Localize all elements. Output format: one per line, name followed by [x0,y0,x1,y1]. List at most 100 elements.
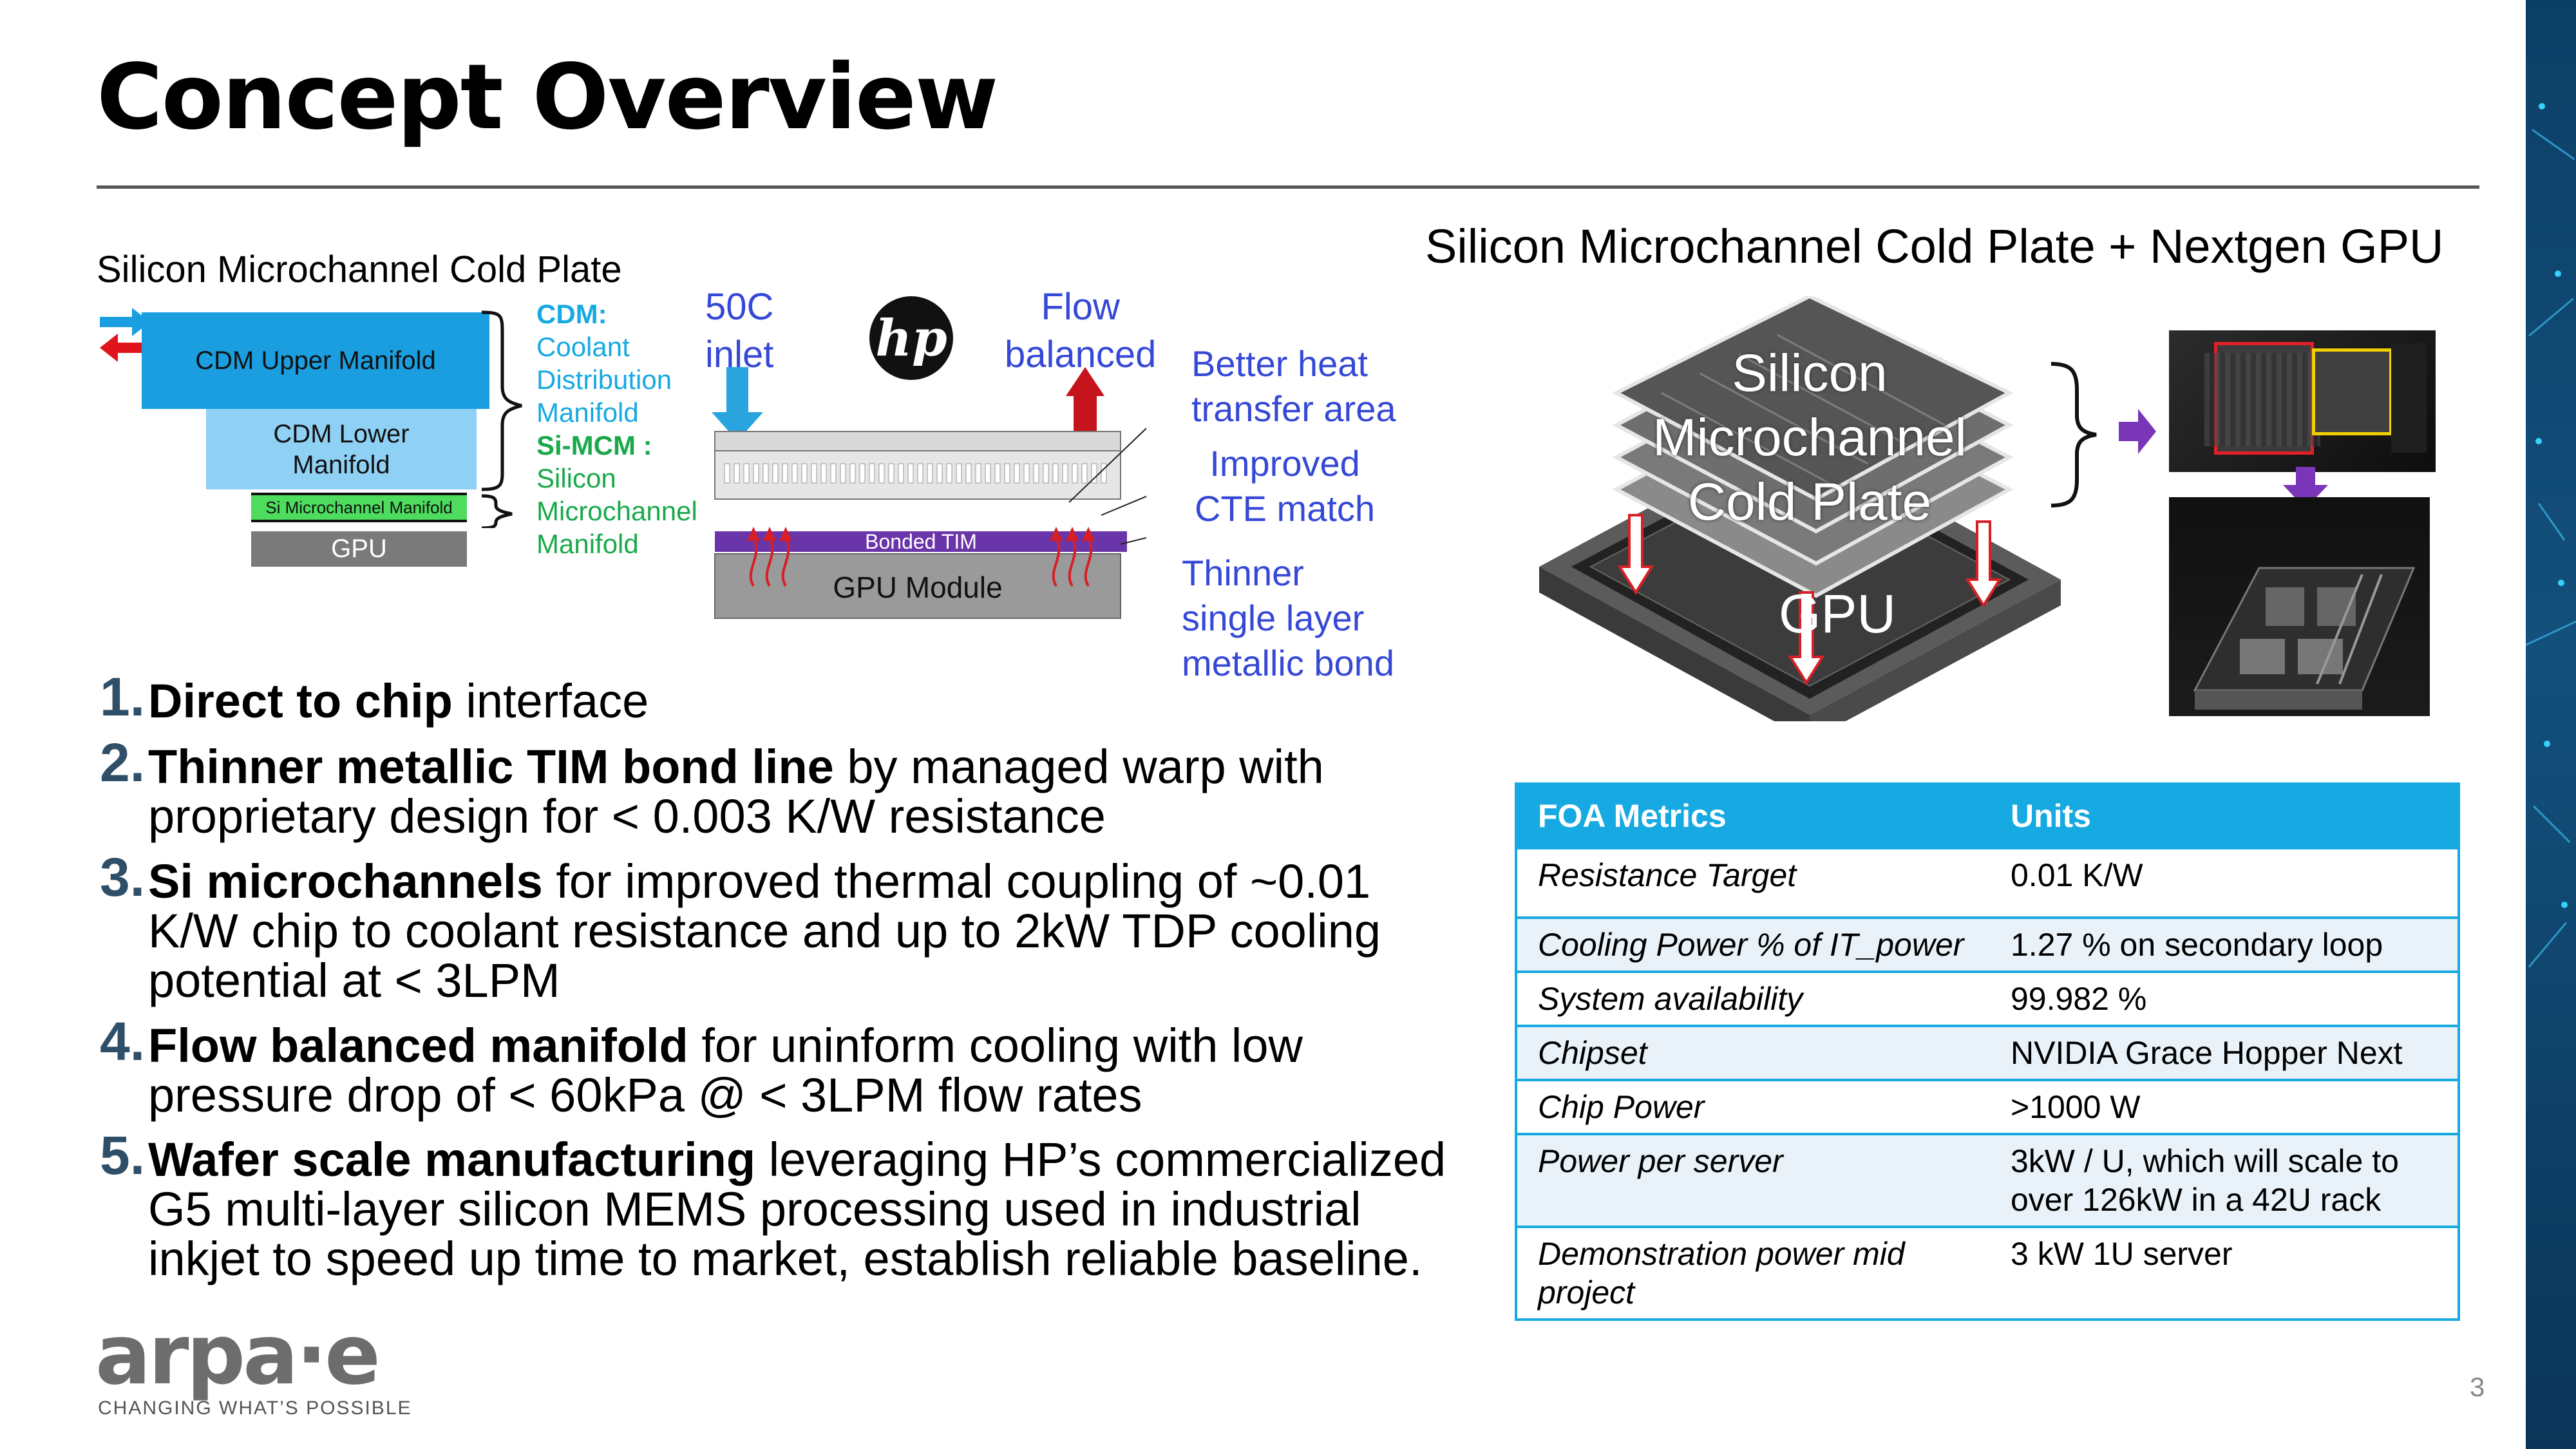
cold-plate-gpu-exploded-illustration [1539,296,2061,721]
feature-bold: Thinner metallic TIM bond line [148,740,834,793]
feature-number: 4. [100,1011,146,1072]
arpae-logo: arpa·e [95,1307,381,1403]
note-thinner-line-2: single layer [1182,598,1365,638]
metric-cell: Demonstration power mid project [1516,1226,1990,1320]
feature-text: for uninform cooling with low pressure d… [148,1019,1303,1122]
unit-cell: NVIDIA Grace Hopper Next [1990,1025,2459,1080]
si-manifold-label: Si Microchannel Manifold [265,497,453,517]
cdm-legend-line-3: Manifold [536,397,639,428]
down-arrow-icon [2283,467,2328,509]
hp-logo-text: hp [875,308,947,368]
metric-cell: Cooling Power % of IT_power [1516,916,1990,972]
si-microchannel-manifold-layer: Si Microchannel Manifold [251,493,467,522]
feature-bold: Wafer scale manufacturing [148,1133,756,1186]
stack-label-1: Silicon [1732,344,1888,402]
note-heat-transfer: Better heat transfer area [1191,341,1396,431]
cdm-lower-label-1: CDM Lower [273,419,410,448]
cdm-lower-manifold-layer: CDM Lower Manifold [206,409,477,489]
feature-bold: Direct to chip [148,674,453,728]
note-thinner-bond: Thinner single layer metallic bond [1182,551,1394,686]
feature-number: 3. [100,847,146,907]
stack-label-3: Cold Plate [1687,473,1932,531]
feature-bold: Si microchannels [148,855,543,908]
bonded-tim-label: Bonded TIM [865,529,977,553]
note-cte-line-2: CTE match [1195,488,1376,529]
page-number: 3 [2470,1372,2485,1402]
arpae-tagline: CHANGING WHAT’S POSSIBLE [98,1397,412,1419]
stack-label-2: Microchannel [1653,408,1967,467]
unit-cell: 3kW / U, which will scale to over 126kW … [1990,1133,2459,1227]
gpu-module-label: GPU Module [833,571,1003,604]
feature-number: 5. [100,1125,146,1186]
gpu-layer: GPU [251,531,467,567]
feature-text: by managed warp with proprietary design … [148,740,1324,843]
feature-item-5: 5. Wafer scale manufacturing leveraging … [100,1128,1452,1285]
table-row: Cooling Power % of IT_power 1.27 % on se… [1516,916,2459,972]
metric-cell: Chipset [1516,1025,1990,1080]
mcm-legend-line-3: Manifold [536,529,639,559]
bracket-icons [481,310,522,528]
column-header-units: Units [1990,784,2459,848]
right-diagram-heading: Silicon Microchannel Cold Plate + Nextge… [1425,220,2444,273]
mcm-legend-title: Si-MCM : [536,430,652,460]
feature-text: interface [452,674,649,728]
cold-plate-cross-section [712,367,1146,619]
unit-cell: 3 kW 1U server [1990,1226,2459,1320]
note-cte-line-1: Improved [1209,443,1360,484]
title-divider [97,185,2479,189]
stack-label: Silicon Microchannel Cold Plate [1610,341,2009,535]
flow-label-2: balanced [1005,334,1157,375]
decorative-side-strip [2526,0,2576,1449]
flow-label-1: Flow [1041,286,1120,328]
mcm-legend-line-2: Microchannel [536,496,697,526]
table-header-row: FOA Metrics Units [1516,784,2459,848]
column-header-metrics: FOA Metrics [1516,784,1990,848]
note-thinner-line-1: Thinner [1182,553,1304,593]
note-cte-match: Improved CTE match [1195,441,1375,531]
note-thinner-line-3: metallic bond [1182,643,1394,683]
cdm-legend-line-1: Coolant [536,332,630,362]
table-row: Chipset NVIDIA Grace Hopper Next [1516,1025,2459,1080]
page-title: Concept Overview [97,45,998,150]
feature-text: for improved thermal coupling of ~0.01 K… [148,855,1381,1007]
server-illustration [2193,567,2416,710]
note-heat-line-1: Better heat [1191,343,1368,384]
mcm-legend-line-1: Silicon [536,463,616,493]
server-image [2169,497,2430,716]
feature-item-1: 1. Direct to chip interface [100,670,1452,728]
nextgen-gpu-board-image [2169,330,2436,472]
metric-cell: Resistance Target [1516,847,1990,918]
feature-number: 1. [100,667,146,727]
hp-logo: hp [869,296,953,380]
metric-cell: Chip Power [1516,1079,1990,1134]
cdm-legend: CDM: Coolant Distribution Manifold Si-MC… [536,298,697,560]
inlet-label-1: 50C [705,286,774,328]
foa-metrics-table: FOA Metrics Units Resistance Target 0.01… [1515,782,2460,1321]
gpu-layer-label: GPU [331,535,387,563]
group-brace-and-arrow-icon [2050,362,2156,507]
feature-bold: Flow balanced manifold [148,1019,688,1072]
note-heat-line-2: transfer area [1191,388,1396,429]
feature-text: leveraging HP’s commercialized G5 multi-… [148,1133,1446,1285]
unit-cell: 0.01 K/W [1990,847,2459,918]
feature-number: 2. [100,732,146,793]
feature-item-2: 2. Thinner metallic TIM bond line by man… [100,735,1452,843]
feature-item-4: 4. Flow balanced manifold for uninform c… [100,1014,1452,1122]
unit-cell: 1.27 % on secondary loop [1990,916,2459,972]
gpu-label: GPU [1779,583,1897,644]
cdm-lower-label-2: Manifold [292,450,390,479]
cdm-legend-line-2: Distribution [536,365,672,395]
metric-cell: System availability [1516,971,1990,1026]
metric-cell: Power per server [1516,1133,1990,1227]
cdm-upper-label: CDM Upper Manifold [195,346,436,375]
table-row: Chip Power >1000 W [1516,1079,2459,1134]
table-row: System availability 99.982 % [1516,971,2459,1026]
cdm-flow-arrows-icon [100,308,150,362]
table-row: Demonstration power mid project 3 kW 1U … [1516,1226,2459,1320]
table-row: Power per server 3kW / U, which will sca… [1516,1133,2459,1227]
unit-cell: >1000 W [1990,1079,2459,1134]
inlet-label: 50C inlet [705,283,773,379]
cdm-upper-manifold-layer: CDM Upper Manifold [142,312,489,409]
cdm-legend-title: CDM: [536,299,607,329]
table-row: Resistance Target 0.01 K/W [1516,847,2459,918]
